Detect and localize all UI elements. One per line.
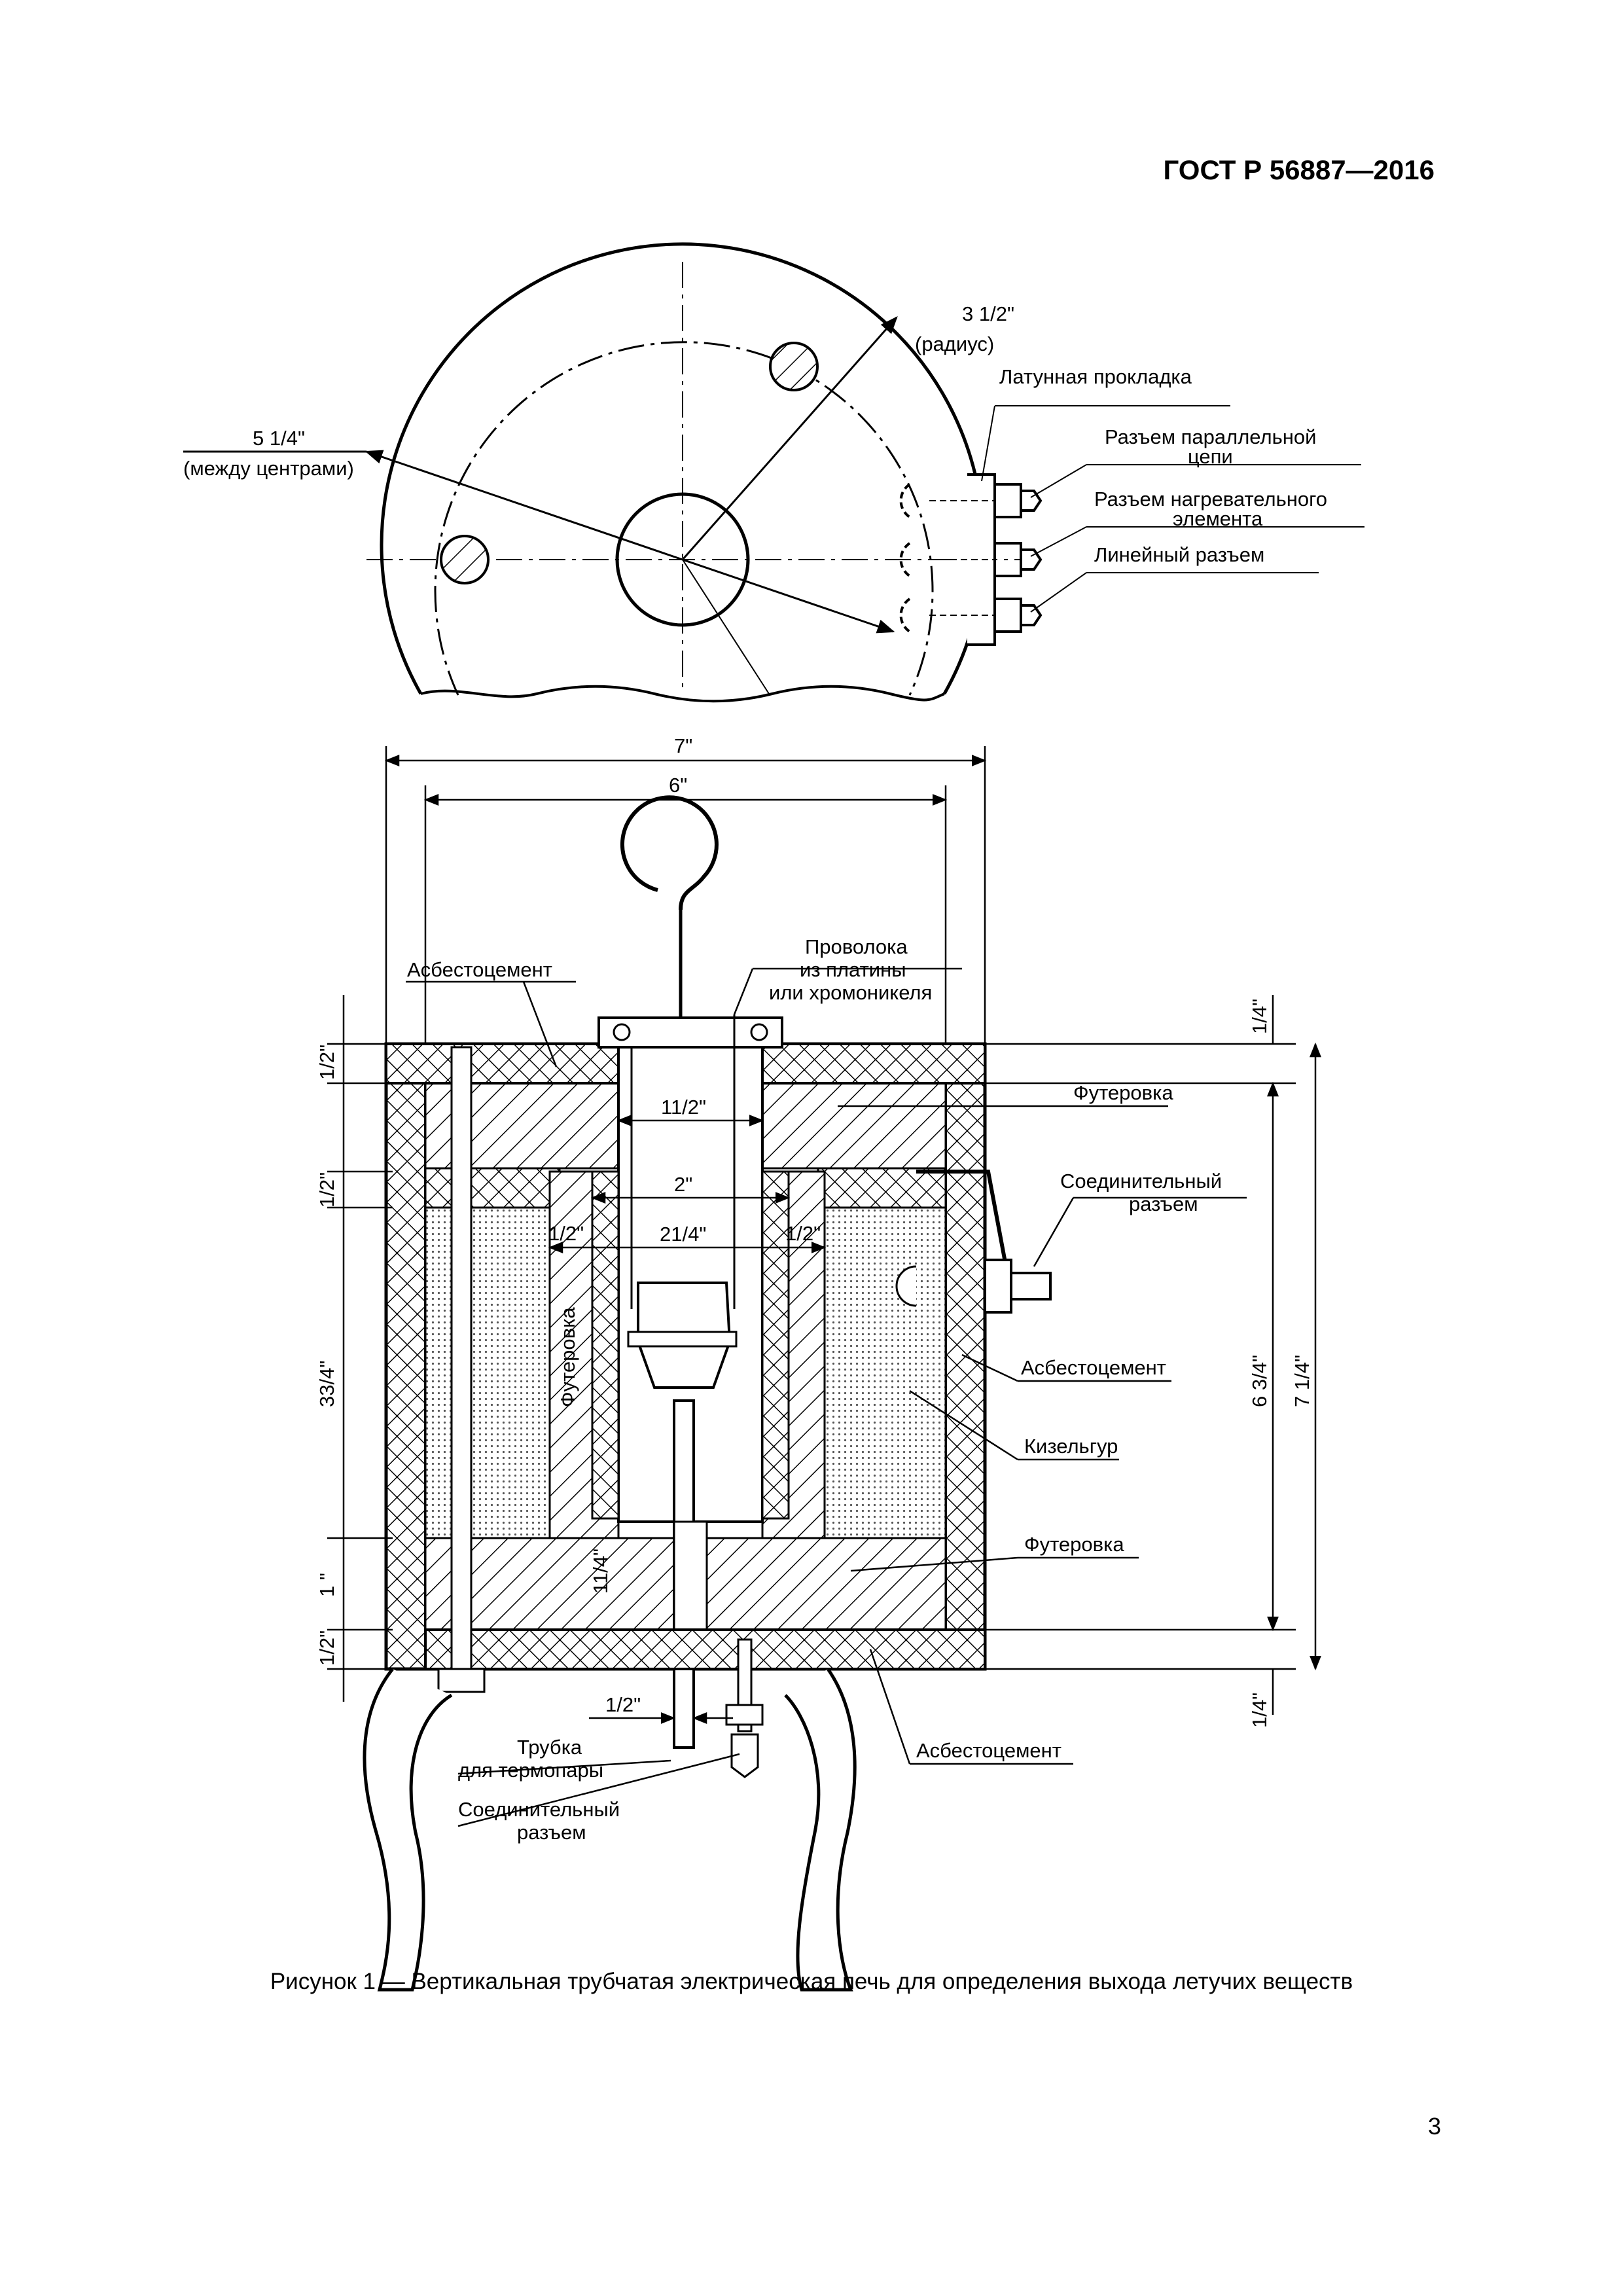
heater-connector-label-2: элемента [1173,507,1263,530]
asbestos-cement-top-label: Асбестоцемент [407,958,552,981]
leaders [406,967,1247,1827]
dim-quarter-bottom: 1/4" [1248,1693,1271,1728]
dim-half-left: 1/2" [548,1222,584,1245]
dim-half-left-3: 1/2" [315,1630,338,1666]
dim-2: 2" [674,1173,692,1196]
terminal-block [899,473,1043,646]
connector-bottom-label-1: Соединительный [458,1798,620,1821]
thermocouple-tube-label-1: Трубка [517,1736,582,1759]
dim-1-5: 11/2" [661,1096,706,1119]
document-code: ГОСТ Р 56887—2016 [1163,154,1435,185]
top-view [183,242,1364,703]
parallel-connector-label-2: цепи [1188,445,1233,468]
figure-caption: Рисунок 1 — Вертикальная трубчатая элект… [270,1969,1353,1994]
dimensions [327,746,1321,1724]
thermocouple-tube-label-2: для термопары [458,1759,603,1782]
section-labels: 7" 6" Асбестоцемент Проволока из платины… [315,734,1313,1844]
lining-top-label: Футеровка [1073,1081,1173,1104]
dim-2-25: 21/4" [660,1223,706,1246]
dim-6-75: 6 3/4" [1248,1355,1271,1407]
parallel-connector-label-1: Разъем параллельной [1105,425,1316,448]
connector-right-label-1: Соединительный [1060,1170,1222,1193]
line-connector-label: Линейный разъем [1094,543,1264,566]
connector-right-label-2: разъем [1129,1193,1198,1215]
top-view-labels: 3 1/2" (радиус) Латунная прокладка 5 1/4… [183,302,1327,566]
page-number: 3 [1428,2113,1442,2140]
dim-1: 1 " [315,1573,338,1597]
dim-half-bottom: 1/2" [605,1693,641,1716]
dim-7-25: 7 1/4" [1291,1355,1313,1407]
dim-1-25: 11/4" [589,1549,612,1594]
connector-bottom-label-2: разъем [517,1821,586,1844]
dim-6: 6" [669,774,687,797]
radius-dim: 3 1/2" [962,302,1014,325]
bolt-hole-left [440,535,490,584]
asbestos-cement-right-label: Асбестоцемент [1021,1356,1166,1379]
centers-dim: 5 1/4" [253,427,305,450]
centers-note: (между центрами) [183,457,354,480]
wire-label-3: или хромоникеля [769,981,932,1004]
dim-half-right: 1/2" [785,1222,821,1245]
dim-quarter-top: 1/4" [1248,999,1271,1034]
wire-label-2: из платины [800,958,906,981]
heater-connector-label-1: Разъем нагревательного [1094,488,1327,511]
dim-7: 7" [674,734,692,757]
dim-half-left-2: 1/2" [315,1172,338,1208]
lining-vertical-label: Футеровка [556,1307,579,1407]
radius-note: (радиус) [915,332,994,355]
dim-half-left-1: 1/2" [315,1045,338,1080]
wire-label-1: Проволока [805,935,908,958]
brass-gasket-label: Латунная прокладка [999,365,1192,388]
dim-3-75: 33/4" [315,1361,338,1407]
bolt-hole-top [769,342,819,391]
section-view [363,795,1052,1992]
kieselguhr-label: Кизельгур [1024,1435,1118,1458]
lining-bottom-label: Футеровка [1024,1533,1124,1556]
asbestos-cement-bottom-label: Асбестоцемент [916,1739,1061,1762]
